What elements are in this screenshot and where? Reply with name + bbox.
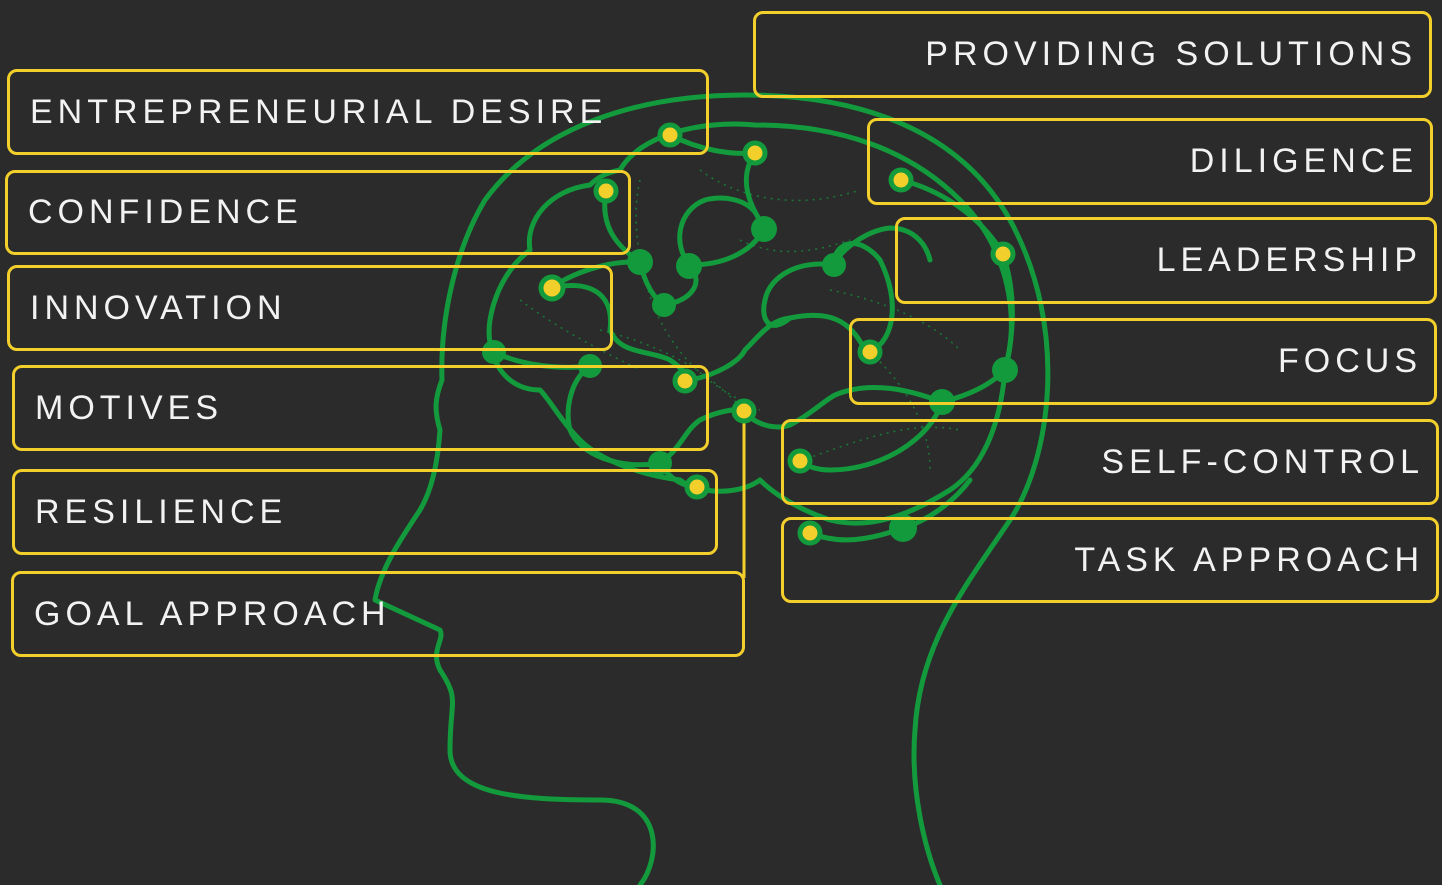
label-text: GOAL APPROACH	[34, 595, 391, 634]
label-motives: MOTIVES	[12, 365, 709, 451]
label-confidence: CONFIDENCE	[5, 170, 631, 255]
label-providing-solutions: PROVIDING SOLUTIONS	[753, 11, 1432, 98]
label-entrepreneurial-desire: ENTREPRENEURIAL DESIRE	[7, 69, 709, 155]
label-text: SELF-CONTROL	[1101, 443, 1424, 482]
label-text: FOCUS	[1278, 342, 1422, 381]
label-text: RESILIENCE	[35, 493, 287, 532]
label-text: PROVIDING SOLUTIONS	[925, 35, 1417, 74]
label-leadership: LEADERSHIP	[895, 217, 1437, 304]
label-self-control: SELF-CONTROL	[781, 419, 1439, 505]
label-text: INNOVATION	[30, 289, 287, 328]
label-innovation: INNOVATION	[7, 265, 613, 351]
label-text: CONFIDENCE	[28, 193, 303, 232]
label-goal-approach: GOAL APPROACH	[11, 571, 745, 657]
label-text: DILIGENCE	[1190, 142, 1418, 181]
label-text: MOTIVES	[35, 389, 223, 428]
label-diligence: DILIGENCE	[867, 118, 1433, 205]
label-text: LEADERSHIP	[1157, 241, 1422, 280]
label-task-approach: TASK APPROACH	[781, 517, 1439, 603]
label-focus: FOCUS	[849, 318, 1437, 405]
label-text: TASK APPROACH	[1074, 541, 1424, 580]
label-text: ENTREPRENEURIAL DESIRE	[30, 93, 607, 132]
label-resilience: RESILIENCE	[12, 469, 718, 555]
